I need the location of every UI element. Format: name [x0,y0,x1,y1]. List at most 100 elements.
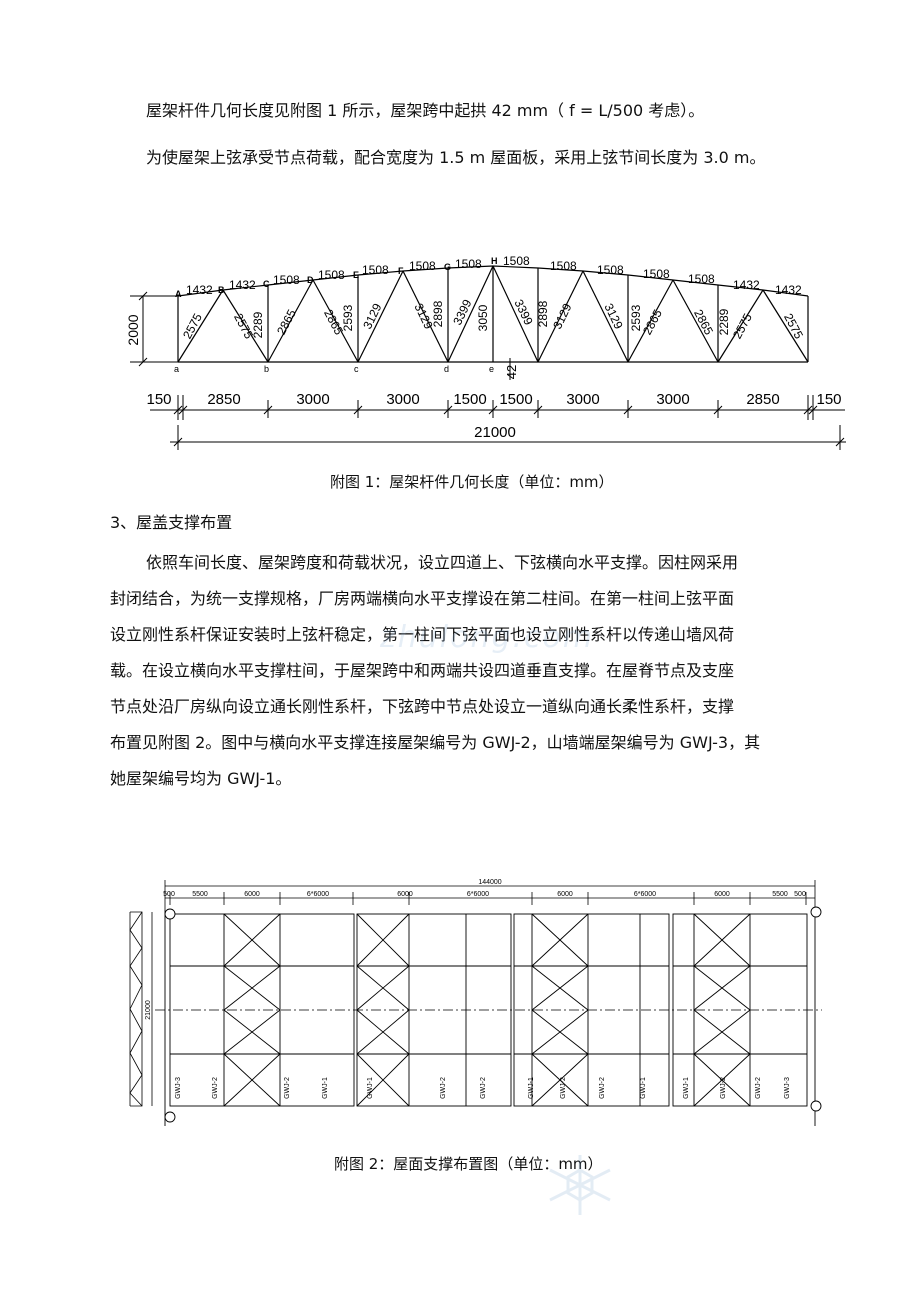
member-length-18: 2865 [691,307,716,337]
plan-dim-4: 6*6000 [307,891,329,898]
member-length-1: 2575 [180,311,205,341]
truss-label-14: GWJ-2 [755,1077,762,1099]
top-chord-length-6: 1508 [409,259,436,273]
member-length-3: 2289 [251,311,265,338]
member-length-9: 2898 [431,300,445,327]
section-body-line-3: 设立刚性系杆保证安装时上弦杆稳定，第一柱间下弦平面也设立刚性系杆以传递山墙风荷 [110,625,735,644]
plan-dim-9: 6000 [714,891,730,898]
axis-circle-bottom-left [164,1111,176,1123]
node-label-F: F [398,266,404,276]
top-chord-length-9: 1508 [550,259,577,273]
node-label-a: a [174,364,179,374]
segment-label-5: 1500 [453,391,486,408]
truss-lines [177,265,809,363]
node-label-D: D [307,275,314,285]
section-body-line-1: 依照车间长度、屋架跨度和荷载状况，设立四道上、下弦横向水平支撑。因柱网采用 [146,553,739,572]
snowflake-icon [549,1155,611,1215]
node-label-B: B [218,285,225,295]
section-body-line-7: 她屋架编号均为 GWJ-1。 [110,769,292,788]
span-dimension-line [170,425,846,450]
segment-label-2: 2850 [207,391,240,408]
truss-label-10: GWJ-2 [599,1077,606,1099]
plan-dim-5: 6000 [397,891,413,898]
member-length-21: 2575 [781,311,806,341]
node-label-b: b [264,364,269,374]
figure1-caption: 附图 1：屋架杆件几何长度（单位：mm） [330,473,614,491]
member-length-13: 2898 [536,300,550,327]
height-label: 2000 [125,314,141,345]
node-label-e: e [489,364,494,374]
member-length-14: 3129 [550,301,574,331]
section-body-line-2: 封闭结合，为统一支撑规格，厂房两端横向水平支撑设在第二柱间。在第一柱间上弦平面 [110,589,735,608]
plan-dim-3: 6000 [244,891,260,898]
plan-dim-7: 6000 [557,891,573,898]
figure2-caption: 附图 2：屋面支撑布置图（单位：mm） [334,1155,603,1173]
span-label: 21000 [474,424,516,441]
node-label-H: H [491,256,498,266]
node-label-E: E [353,270,359,280]
camber-mark [506,358,514,380]
segment-label-3: 3000 [296,391,329,408]
plan-dim-10: 5500 [772,891,788,898]
truss-label-6: GWJ-2 [440,1077,447,1099]
height-dimension [130,291,180,367]
plan-dim-11: 500 [794,891,806,898]
truss-label-4: GWJ-1 [322,1077,329,1099]
node-label-A: A [175,289,182,299]
plan-dim-2: 5500 [192,891,208,898]
top-chord-length-12: 1508 [688,272,715,286]
section-heading: 3、屋盖支撑布置 [110,513,233,532]
member-length-20: 2575 [730,311,755,341]
section-body-line-6: 布置见附图 2。图中与横向水平支撑连接屋架编号为 GWJ-2，山墙端屋架编号为 … [110,733,761,752]
segment-label-6: 1500 [499,391,532,408]
bracing-bays [164,910,816,1126]
member-length-17: 2865 [640,307,665,337]
top-chord-length-2: 1432 [229,278,256,292]
segment-label-7: 3000 [566,391,599,408]
top-chord-length-7: 1508 [455,257,482,271]
roof-bracing-plan-figure: 144000 500 5500 6000 6*6000 6000 6*6000 … [129,879,822,1126]
segment-label-8: 3000 [656,391,689,408]
total-length-label: 144000 [478,879,501,886]
top-chord-length-8: 1508 [503,254,530,268]
segment-label-4: 3000 [386,391,419,408]
truss-label-3: GWJ-2 [284,1077,291,1099]
truss-label-2: GWJ-2 [212,1077,219,1099]
section-body-line-4: 载。在设立横向水平支撑柱间，于屋架跨中和两端共设四道垂直支撑。在屋脊节点及支座 [110,661,735,680]
truss-label-15: GWJ-3 [784,1077,791,1099]
section-body-line-5: 节点处沿厂房纵向设立通长刚性系杆，下弦跨中节点处设立一道纵向通长柔性系杆，支撑 [110,697,735,716]
top-chord-length-1: 1432 [186,283,213,297]
node-label-c: c [354,364,359,374]
width-label: 21000 [145,1000,152,1020]
truss-label-9: GWJ-2 [560,1077,567,1099]
truss-label-7: GWJ-2 [480,1077,487,1099]
axis-circle-bottom-right [810,1100,822,1112]
segment-dimension-line [150,395,845,420]
node-label-G: G [444,262,451,272]
top-chord-length-10: 1508 [597,263,624,277]
truss-label-11: GWJ-1 [640,1077,647,1099]
top-chord-length-3: 1508 [273,273,300,287]
segment-label-10: 150 [816,391,841,408]
plan-dim-8: 6*6000 [634,891,656,898]
truss-label-5: GWJ-1 [367,1077,374,1099]
member-length-16: 2593 [629,304,643,331]
truss-label-13: GWJ-2 [720,1077,727,1099]
top-chord-length-4: 1508 [318,268,345,282]
truss-label-1: GWJ-3 [175,1077,182,1099]
intro-line-2: 为使屋架上弦承受节点荷载，配合宽度为 1.5 m 屋面板，采用上弦节间长度为 3… [146,148,766,167]
axis-circle-top-left [164,908,176,920]
truss-geometry-figure: 2000 42 A B C D E F G H a b c d e 1432 1… [125,254,846,450]
member-length-19: 2289 [717,308,731,335]
node-label-d: d [444,364,449,374]
member-length-6: 2593 [341,304,355,331]
camber-label: 42 [504,365,519,379]
top-chord-length-14: 1432 [775,283,802,297]
segment-label-1: 150 [146,391,171,408]
axis-circle-top-right [810,906,822,918]
top-chord-length-5: 1508 [362,263,389,277]
top-chord-length-11: 1508 [643,267,670,281]
plan-dim-6: 6*6000 [467,891,489,898]
plan-dim-1: 500 [163,891,175,898]
intro-line-1: 屋架杆件几何长度见附图 1 所示，屋架跨中起拱 42 mm（ f = L/500… [146,101,705,120]
